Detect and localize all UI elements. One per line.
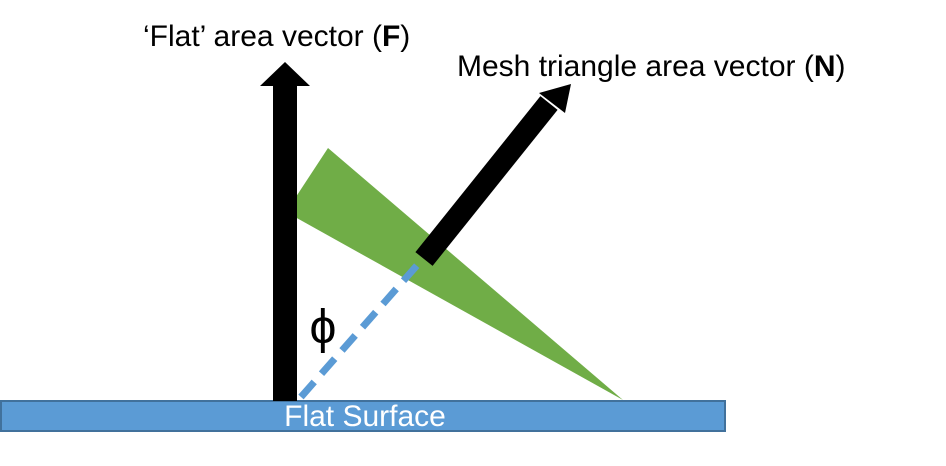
flat-surface-label: Flat Surface bbox=[284, 400, 446, 433]
flat-vector-shaft bbox=[273, 86, 297, 401]
mesh-triangle bbox=[286, 148, 623, 400]
angle-phi-symbol: ϕ bbox=[310, 301, 337, 354]
mesh-vector-label-suffix: ) bbox=[836, 50, 846, 83]
flat-vector-symbol: F bbox=[382, 20, 400, 53]
flat-vector-label-prefix: ‘Flat’ area vector ( bbox=[143, 20, 382, 53]
mesh-vector-symbol: N bbox=[814, 50, 836, 83]
mesh-vector-label: Mesh triangle area vector (N) bbox=[457, 50, 846, 83]
mesh-vector-arrowhead bbox=[539, 84, 571, 113]
flat-vector-arrowhead bbox=[260, 62, 310, 86]
mesh-area-vector-arrow bbox=[415, 84, 571, 266]
mesh-vector-shaft bbox=[415, 96, 558, 266]
flat-vector-label: ‘Flat’ area vector (F) bbox=[143, 20, 410, 53]
mesh-vector-label-prefix: Mesh triangle area vector ( bbox=[457, 50, 814, 83]
flat-vector-label-suffix: ) bbox=[400, 20, 410, 53]
flat-area-vector-arrow bbox=[260, 62, 310, 401]
flat-surface bbox=[0, 400, 726, 432]
